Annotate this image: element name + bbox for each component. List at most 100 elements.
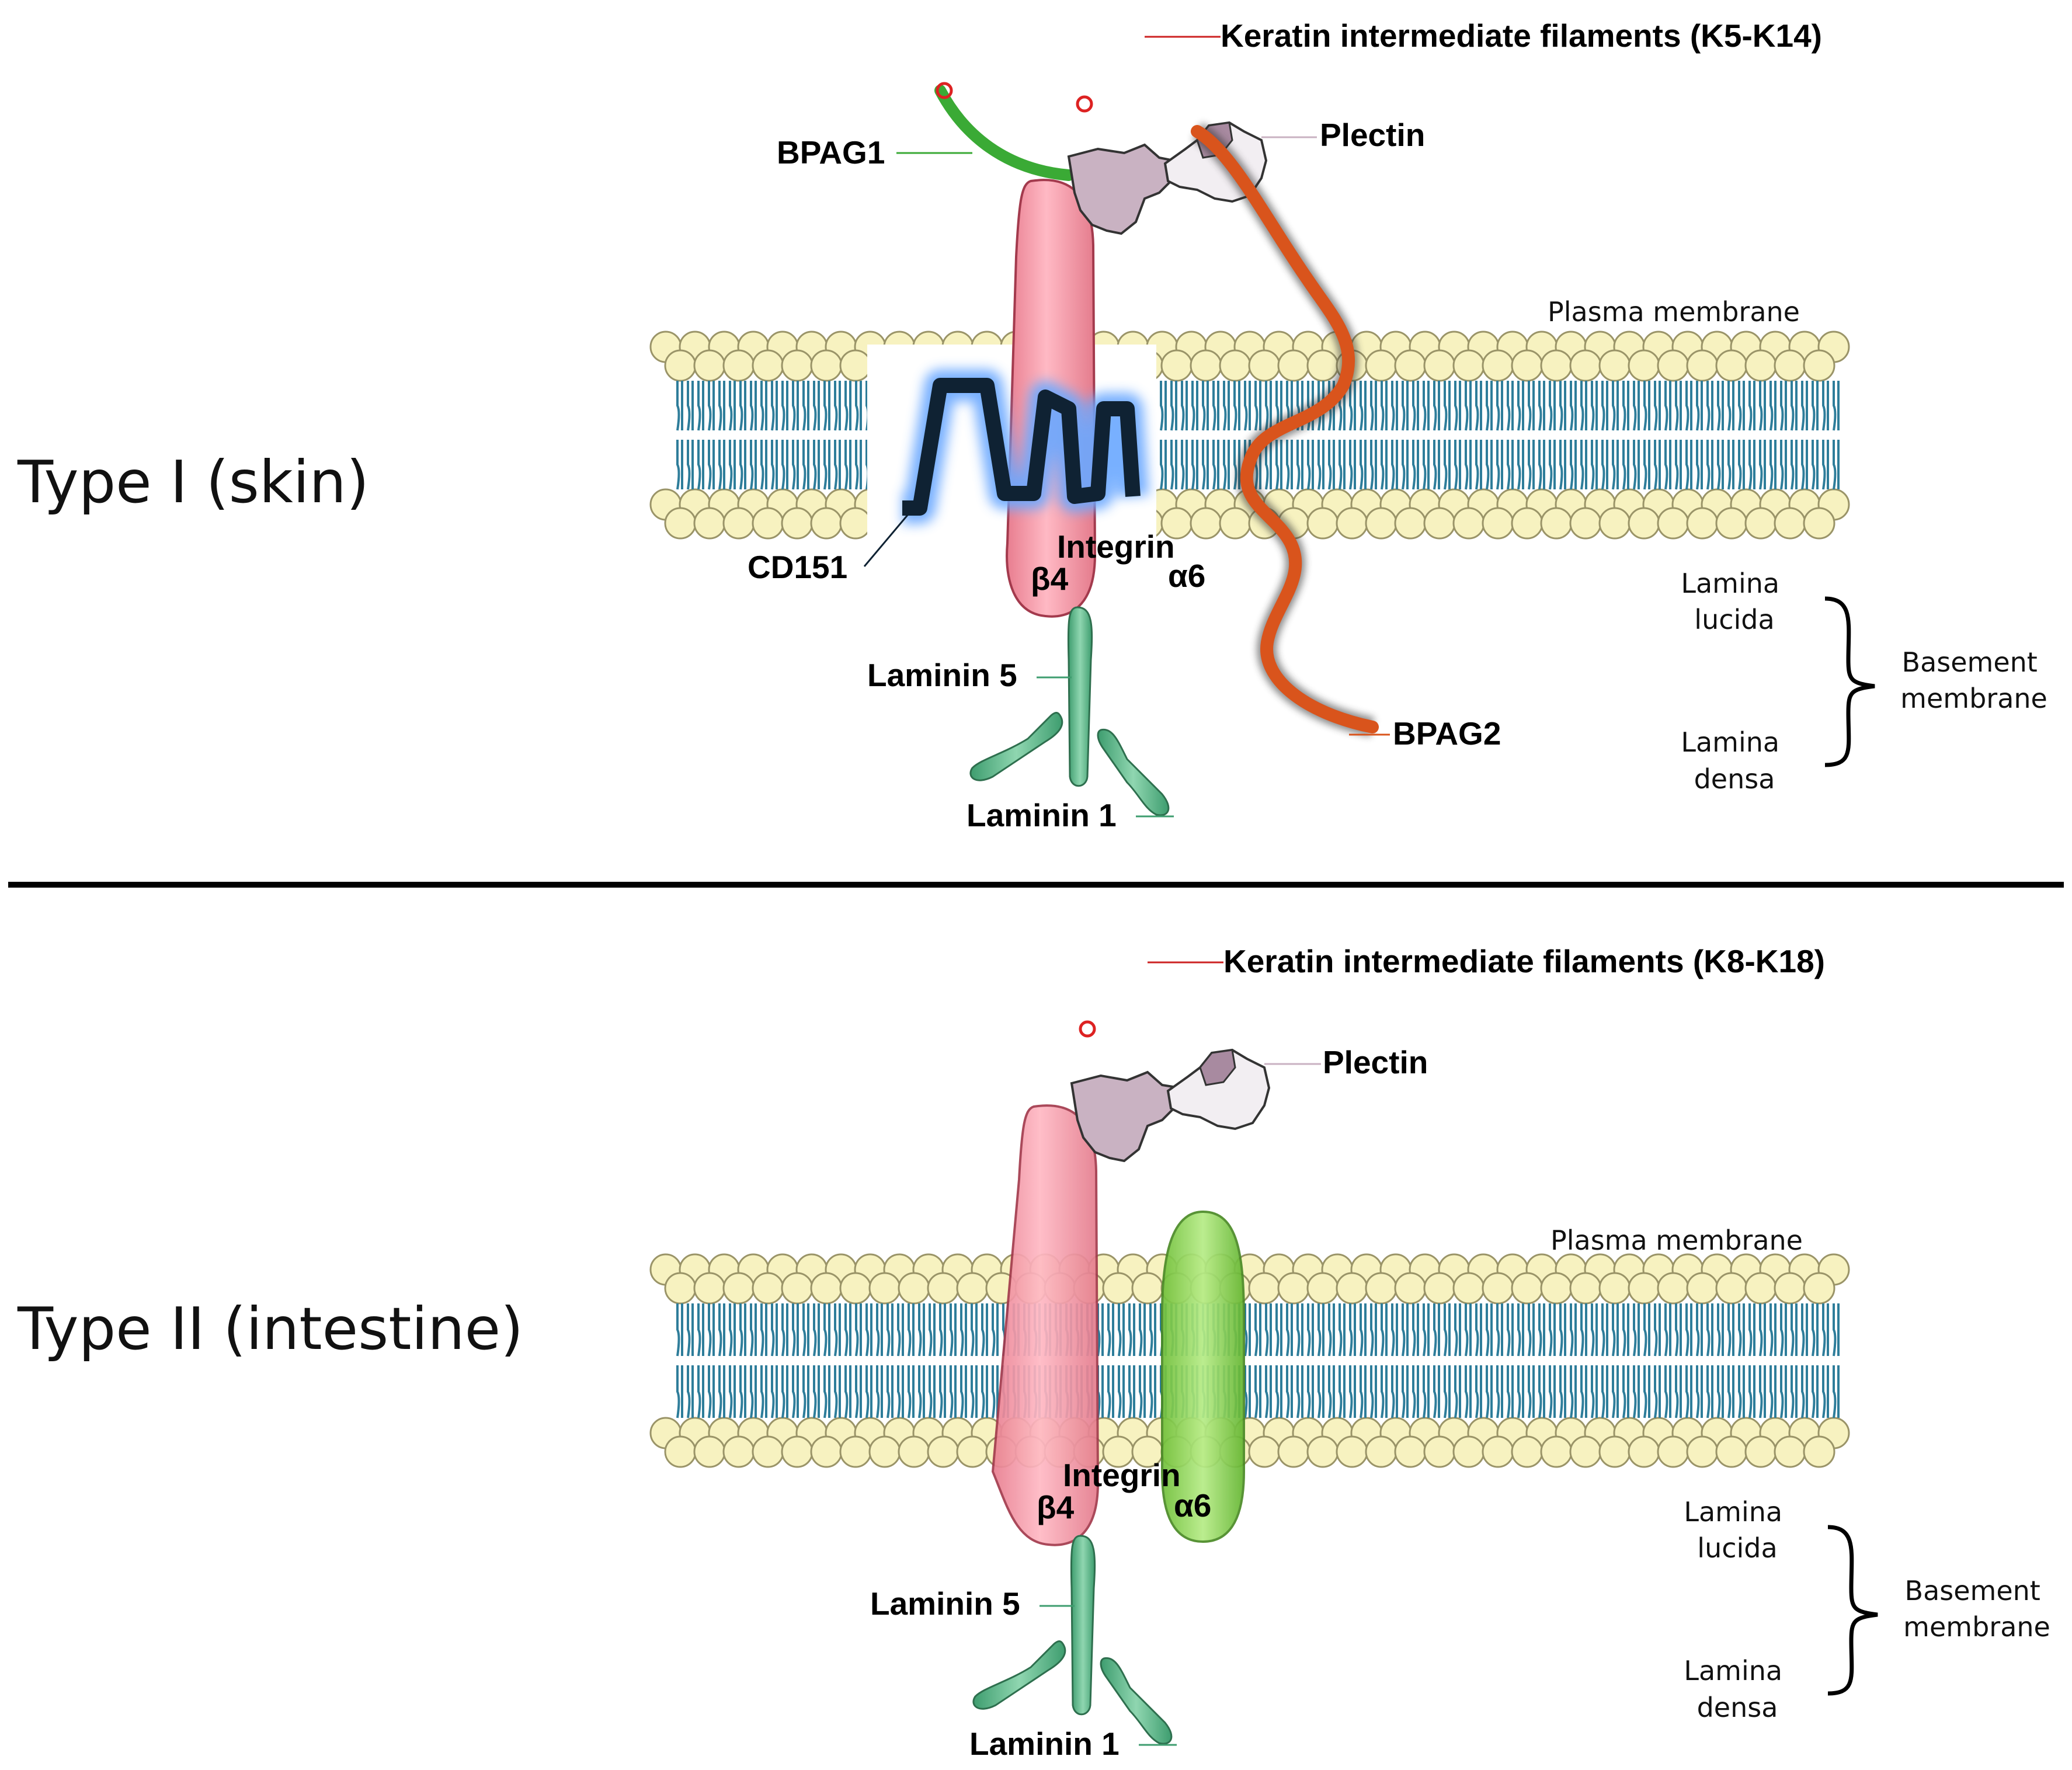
lipid-head bbox=[1569, 349, 1602, 382]
lipid-tail bbox=[1128, 1365, 1135, 1418]
lipid-tail bbox=[1202, 381, 1209, 431]
lipid-head bbox=[868, 1435, 901, 1468]
lipid-tail bbox=[1748, 440, 1755, 490]
lipid-head bbox=[722, 1435, 755, 1468]
laminin1-right-arm bbox=[1097, 728, 1170, 816]
lipid-tail bbox=[792, 1365, 799, 1418]
lipid-tail bbox=[1465, 1365, 1472, 1418]
lipid-tail bbox=[1423, 1365, 1430, 1418]
lipid-tail bbox=[1570, 381, 1577, 431]
lipid-tail bbox=[1349, 440, 1356, 490]
lipid-tail bbox=[1822, 440, 1829, 490]
lipid-tail bbox=[1360, 381, 1367, 431]
lipid-tail bbox=[1664, 1303, 1671, 1357]
lipid-tail bbox=[960, 1303, 967, 1357]
lipid-tail bbox=[1559, 381, 1566, 431]
bpag1-end-circle bbox=[936, 82, 953, 99]
lipid-head bbox=[1686, 1272, 1719, 1305]
lipid-tail bbox=[1118, 1365, 1125, 1418]
lipid-head bbox=[664, 1435, 697, 1468]
lipid-tail bbox=[1591, 440, 1598, 490]
lipid-tail bbox=[929, 1303, 936, 1357]
lipid-tail bbox=[1181, 440, 1188, 490]
lipid-tail bbox=[1254, 1303, 1261, 1357]
lipid-tail bbox=[697, 440, 704, 490]
lipid-tail bbox=[844, 1303, 851, 1357]
lipid-tail bbox=[1780, 1303, 1787, 1357]
lipid-head bbox=[1511, 1435, 1543, 1468]
lipid-tail bbox=[1444, 381, 1451, 431]
lipid-tail bbox=[1727, 381, 1734, 431]
lipid-tail bbox=[1391, 381, 1398, 431]
lipid-head bbox=[956, 1435, 989, 1468]
lipid-tail bbox=[1822, 1303, 1829, 1357]
lipid-tail bbox=[1275, 440, 1282, 490]
lipid-head bbox=[1774, 1272, 1806, 1305]
lipid-tail bbox=[676, 381, 683, 431]
lipid-tail bbox=[1507, 381, 1514, 431]
lipid-tail bbox=[718, 381, 725, 431]
lipid-tail bbox=[1475, 1303, 1482, 1357]
lipid-tail bbox=[1538, 1365, 1545, 1418]
lipid-tail bbox=[876, 1365, 883, 1418]
lipid-tail bbox=[1412, 440, 1419, 490]
lipid-tail bbox=[760, 440, 767, 490]
plasma-membrane-label: Plasma membrane bbox=[1550, 1225, 1803, 1256]
lipid-tail bbox=[1717, 440, 1724, 490]
lipid-tail bbox=[1339, 440, 1346, 490]
lipid-tail bbox=[1475, 381, 1482, 431]
lipid-tail bbox=[1507, 1303, 1514, 1357]
lipid-tail bbox=[886, 1365, 894, 1418]
lipid-head bbox=[1803, 349, 1835, 382]
lipid-tail bbox=[1791, 381, 1798, 431]
lipid-tail bbox=[1212, 381, 1219, 431]
lipid-head bbox=[722, 1272, 755, 1305]
lipid-tail bbox=[1822, 381, 1829, 431]
lipid-tail bbox=[1107, 1303, 1114, 1357]
lipid-tail bbox=[1496, 1365, 1503, 1418]
lipid-head bbox=[1569, 1272, 1602, 1305]
lipid-tail bbox=[1559, 1365, 1566, 1418]
lipid-tail bbox=[697, 381, 704, 431]
lipid-head bbox=[1277, 349, 1310, 382]
lipid-tail bbox=[802, 1303, 809, 1357]
lipid-head bbox=[1306, 1272, 1339, 1305]
lipid-head bbox=[898, 1435, 930, 1468]
lipid-tail bbox=[1685, 440, 1692, 490]
lipid-tail bbox=[823, 1365, 830, 1418]
lipid-head bbox=[1394, 507, 1427, 540]
lipid-tail bbox=[1601, 440, 1608, 490]
lipid-head bbox=[839, 507, 872, 540]
lipid-tail bbox=[1591, 1365, 1598, 1418]
lipid-tail bbox=[729, 1303, 736, 1357]
lipid-tail bbox=[865, 1303, 872, 1357]
panel-title: Type II (intestine) bbox=[17, 1295, 523, 1363]
lipid-tail bbox=[739, 1365, 746, 1418]
lipid-tail bbox=[1454, 440, 1461, 490]
lipid-tail bbox=[1769, 1365, 1777, 1418]
lipid-tail bbox=[1748, 1365, 1755, 1418]
lipid-tail bbox=[1317, 1303, 1324, 1357]
lipid-tail bbox=[1706, 440, 1713, 490]
lipid-tail bbox=[1202, 440, 1209, 490]
lipid-tail bbox=[1654, 1303, 1661, 1357]
lipid-head bbox=[1686, 507, 1719, 540]
lipid-head bbox=[693, 1435, 726, 1468]
lipid-tail bbox=[1381, 381, 1388, 431]
lipid-tail bbox=[1643, 381, 1650, 431]
lipid-tail bbox=[1433, 381, 1440, 431]
lipid-tail bbox=[1286, 440, 1293, 490]
lipid-head bbox=[839, 1272, 872, 1305]
lipid-tail bbox=[1275, 1303, 1282, 1357]
lipid-tail bbox=[981, 1365, 988, 1418]
lipid-tail bbox=[918, 1303, 925, 1357]
lipid-tail bbox=[750, 1303, 757, 1357]
lipid-head bbox=[1248, 349, 1281, 382]
lipid-tail bbox=[1633, 440, 1640, 490]
lipid-tail bbox=[1370, 1365, 1377, 1418]
lipid-tail bbox=[1591, 381, 1598, 431]
lipid-tail bbox=[1370, 1303, 1377, 1357]
lipid-tail bbox=[1685, 1303, 1692, 1357]
lipid-tail bbox=[823, 1303, 830, 1357]
lipid-tail bbox=[1664, 1365, 1671, 1418]
